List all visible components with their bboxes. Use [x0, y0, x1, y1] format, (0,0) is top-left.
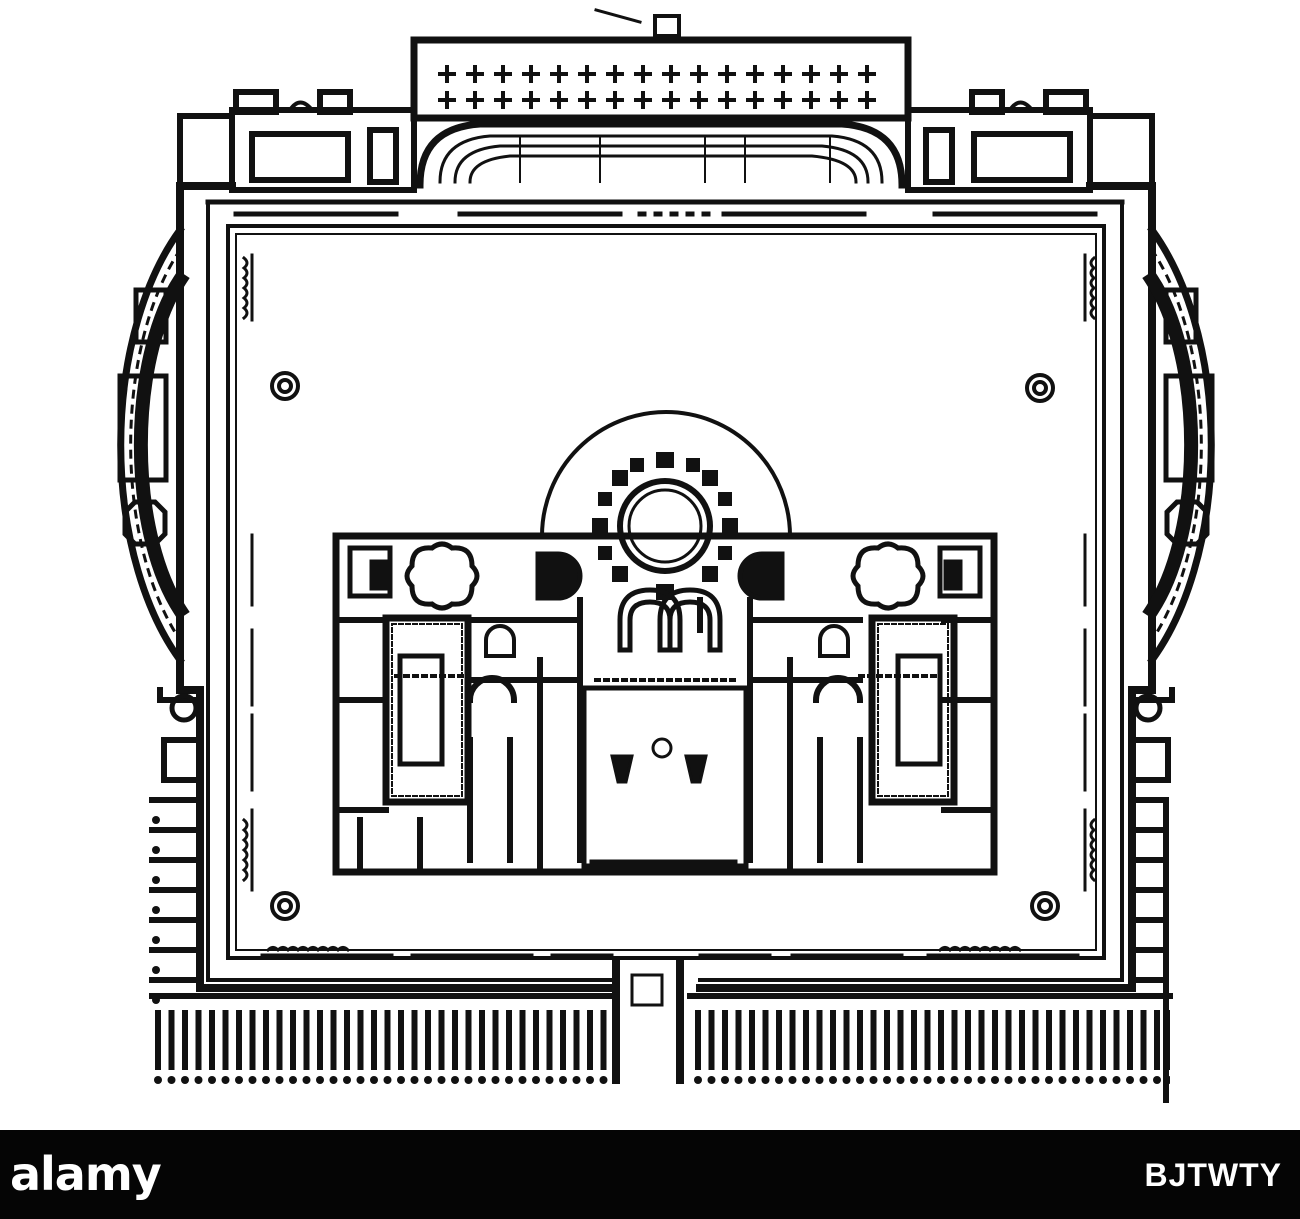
watermark-logo: alamy: [10, 1147, 162, 1201]
east-side-rooms: [1129, 687, 1175, 1103]
south-colonnade: [149, 993, 1173, 1096]
north-cistern-block: [410, 8, 912, 122]
east-palaestra-pool: [868, 614, 958, 806]
caldarium-center-pool: [617, 478, 713, 574]
caldarium-pillar-ring: [592, 452, 738, 600]
west-exedra: [117, 225, 190, 665]
south-room-row: [347, 541, 983, 611]
cistern-pillar-row: [438, 65, 876, 109]
northwest-corner-block: [177, 89, 417, 193]
courtyard-niches: [241, 253, 1097, 957]
courtyard-fountains: [270, 371, 1060, 921]
courtyard-border: [226, 211, 1106, 960]
northeast-corner-block: [905, 89, 1155, 193]
floor-plan-drawing: [117, 8, 1215, 1103]
caldarium-rotunda: [539, 410, 793, 539]
frigidarium-hall: [581, 685, 749, 869]
west-side-rooms: [149, 687, 203, 983]
central-bath-block: [332, 410, 998, 876]
east-exedra: [1142, 225, 1215, 665]
outer-enclosure-wall: [176, 182, 1156, 1084]
west-colonnade-posts: [152, 816, 160, 1004]
interior-partitions: [333, 597, 997, 873]
north-exedra-seating: [416, 120, 906, 189]
west-palaestra-pool: [382, 614, 472, 806]
watermark-image-code: BJTWTY: [1144, 1157, 1282, 1193]
watermark-band: alamy BJTWTY: [0, 1130, 1300, 1219]
